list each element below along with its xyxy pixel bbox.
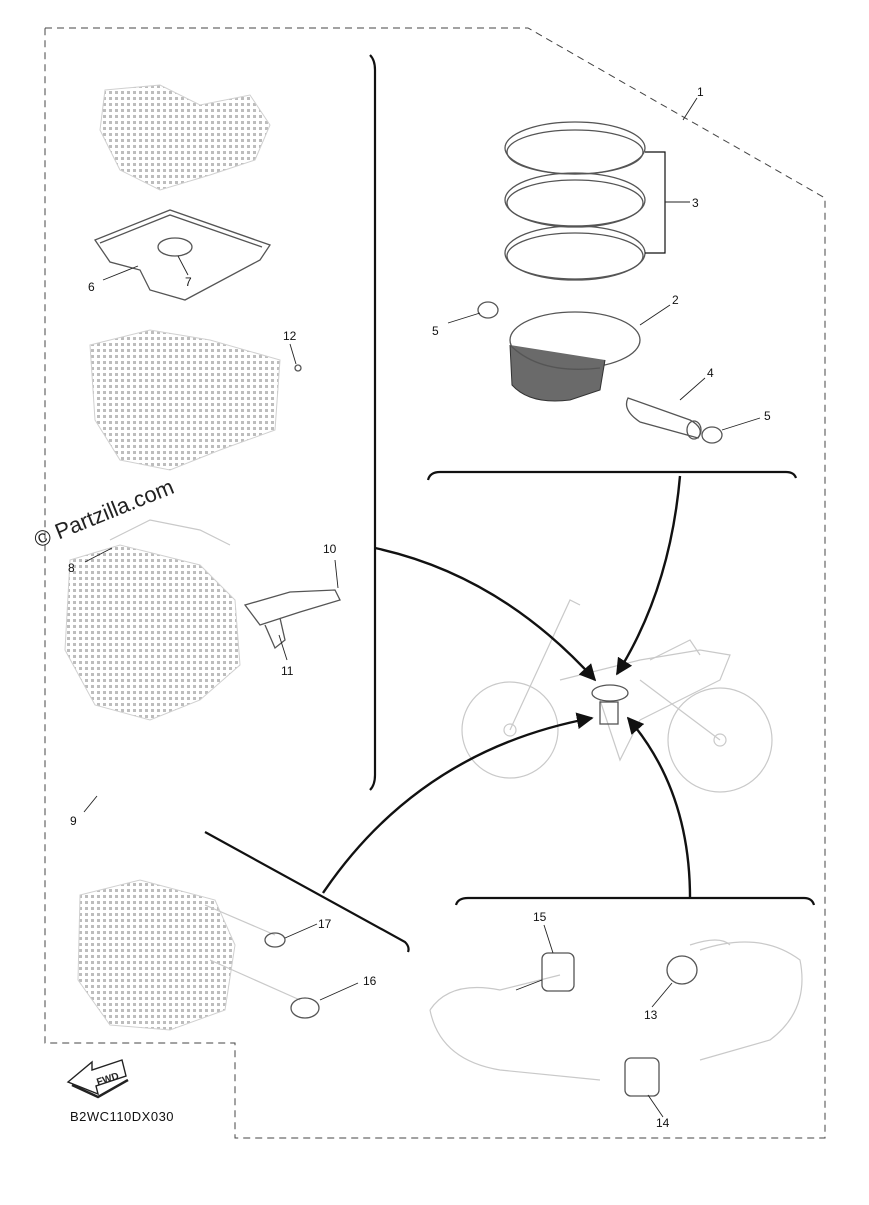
arrow-oil-group	[626, 716, 692, 899]
lower-crankcase-ghost	[77, 879, 320, 1031]
arrow-piston-group	[615, 475, 682, 676]
piston-pin-4	[625, 397, 702, 440]
callout-6: 6	[88, 280, 95, 294]
engine-location-marker	[591, 684, 629, 702]
callout-4: 4	[707, 366, 714, 380]
leader-lines	[83, 97, 761, 1118]
bracket-10-11	[243, 589, 341, 650]
callout-7: 7	[185, 275, 192, 289]
left-group-bracket	[369, 54, 377, 791]
watermark: © Partzilla.com	[31, 474, 178, 553]
diagram-border	[44, 27, 826, 1139]
arrow-lower-left-group	[322, 712, 594, 894]
motorcycle-ghost	[461, 599, 773, 793]
callout-3: 3	[692, 196, 699, 210]
callout-5b: 5	[764, 409, 771, 423]
oil-hose-ghost	[429, 939, 803, 1081]
lower-left-group-bracket	[204, 831, 410, 953]
cylinder-head-ghost	[99, 84, 271, 191]
oil-group-bracket	[454, 896, 816, 906]
callout-16: 16	[363, 974, 377, 988]
part-5-clip-b	[701, 426, 723, 444]
fwd-arrow-icon: FWD	[66, 1059, 129, 1099]
piston-rings-3	[504, 121, 666, 281]
piston-2	[477, 301, 723, 444]
part-5-clip-a	[477, 301, 499, 319]
crankcase-ghost	[64, 519, 241, 721]
head-gasket-6	[94, 209, 272, 301]
part-17-plug	[264, 932, 286, 948]
arrow-left-group	[374, 546, 597, 682]
callout-13: 13	[644, 1008, 658, 1022]
callout-11: 11	[281, 664, 294, 678]
diagram-code: B2WC110DX030	[70, 1109, 174, 1124]
part-15-bushing	[541, 952, 575, 992]
part-14-bushing	[624, 1057, 660, 1097]
callout-14: 14	[656, 1116, 670, 1130]
callout-9: 9	[70, 814, 77, 828]
oil-parts	[541, 952, 698, 1097]
callout-5a: 5	[432, 324, 439, 338]
part-13-o-ring	[666, 955, 698, 985]
callout-12: 12	[283, 329, 297, 343]
piston-group-bracket	[426, 470, 798, 481]
callout-1: 1	[697, 85, 704, 99]
callout-10: 10	[323, 542, 337, 556]
callout-15: 15	[533, 910, 547, 924]
part-16-plug	[290, 997, 320, 1019]
cylinder-block-ghost	[89, 329, 302, 471]
callout-17: 17	[318, 917, 332, 931]
part-12-bolt	[294, 364, 302, 372]
callout-8: 8	[68, 561, 75, 575]
callout-2: 2	[672, 293, 679, 307]
